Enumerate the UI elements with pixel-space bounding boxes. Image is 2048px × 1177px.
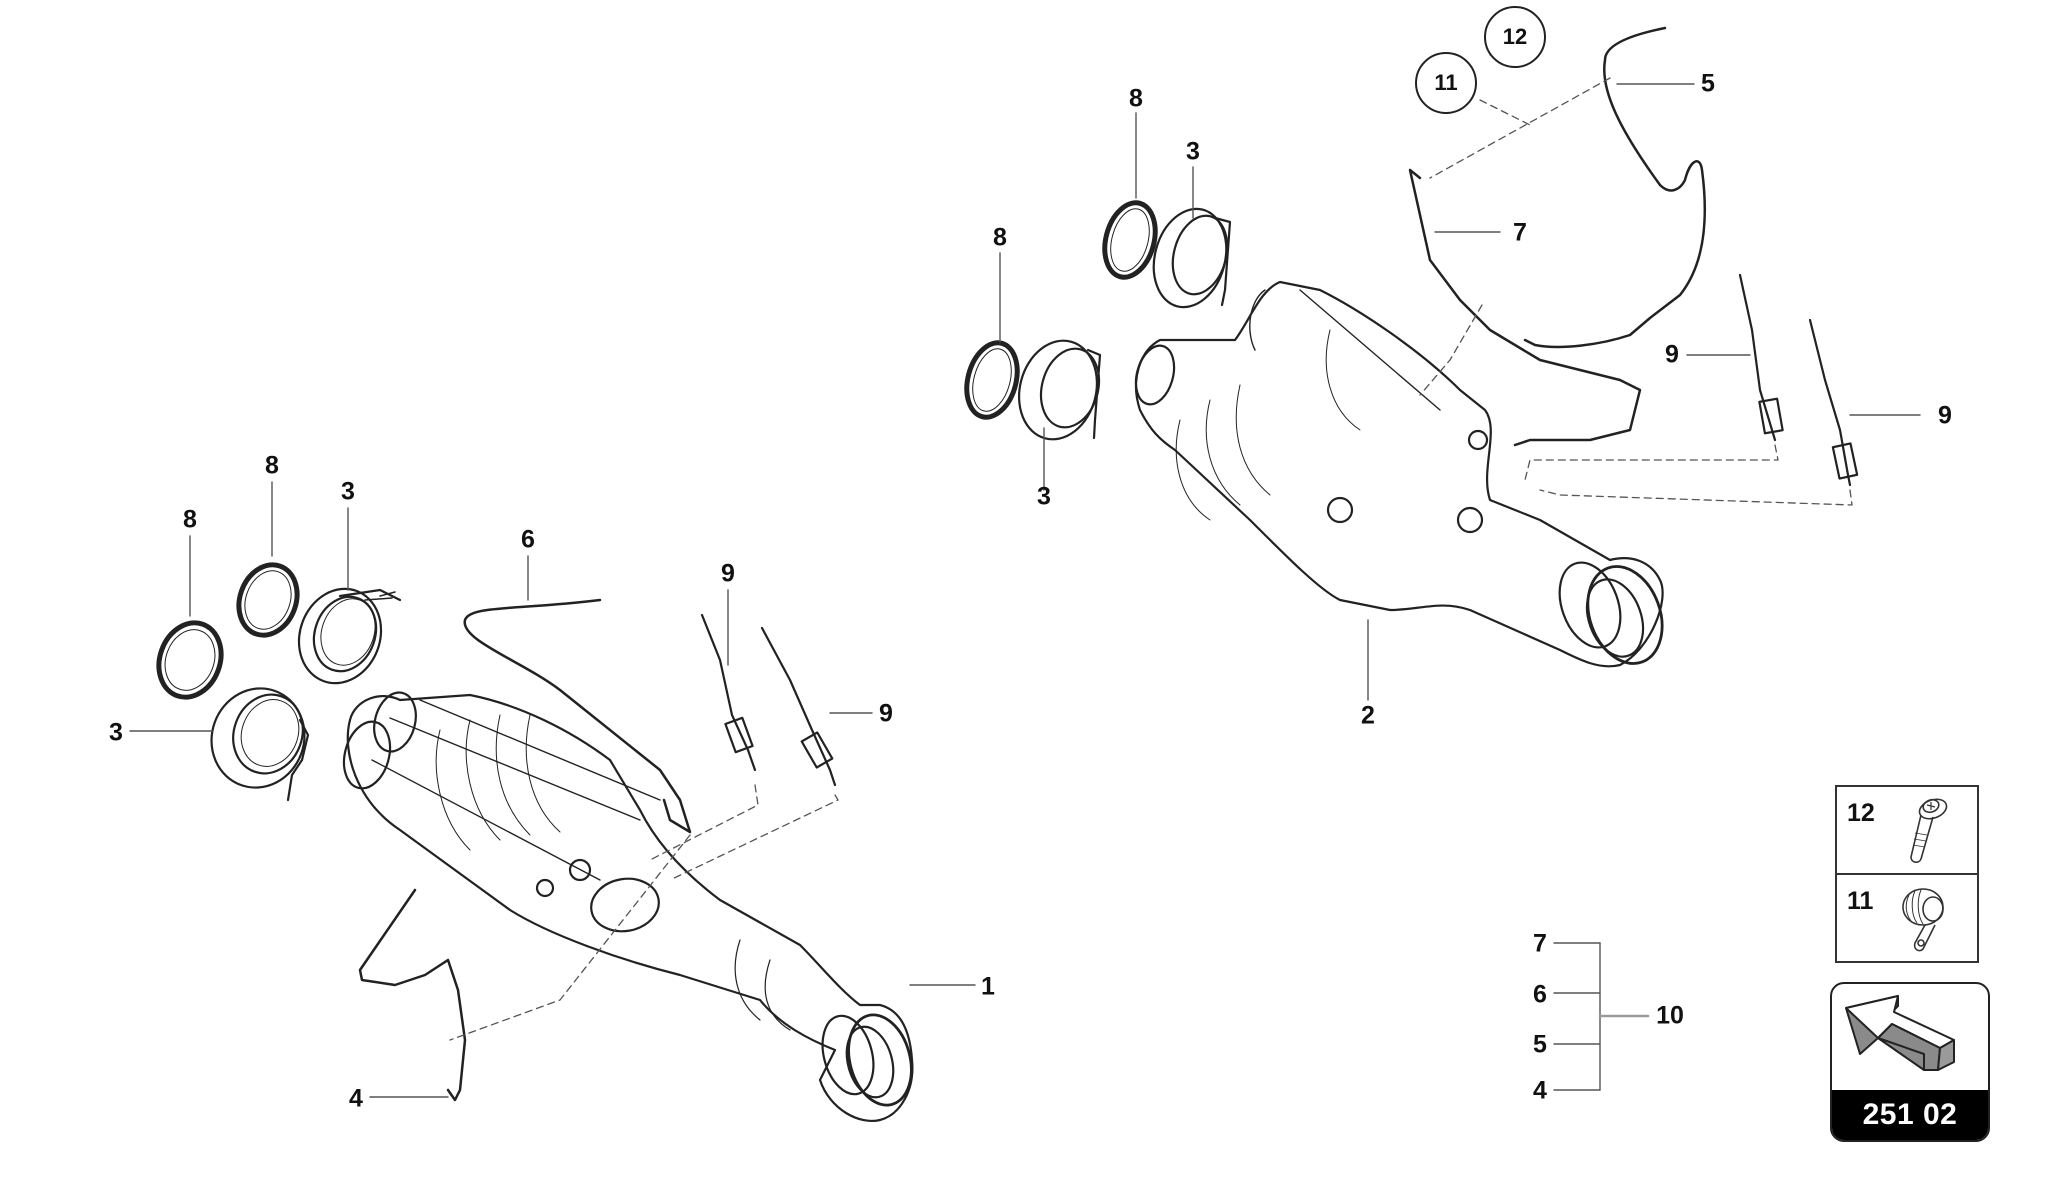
callout-ring-8-right-lower[interactable]: 8 bbox=[993, 223, 1007, 252]
sensor-pipe-4 bbox=[358, 888, 467, 1102]
circled-ref-12[interactable]: 12 bbox=[1484, 6, 1546, 68]
callout-part-1[interactable]: 1 bbox=[981, 972, 995, 1001]
clamp-left-lower bbox=[210, 687, 310, 802]
catalytic-converter-left bbox=[342, 691, 914, 1123]
sensor-pipe-5 bbox=[1523, 26, 1706, 349]
lambda-sensor-right-a bbox=[1738, 273, 1784, 442]
sensor-pipe-7 bbox=[1408, 168, 1642, 447]
callout-sensor-9-right-b[interactable]: 9 bbox=[1938, 401, 1952, 430]
circled-ref-11-label: 11 bbox=[1434, 70, 1458, 95]
pipe-clip-icon bbox=[1902, 888, 1944, 952]
lambda-sensor-left-a bbox=[700, 613, 757, 772]
small-parts-reference-box: 12 11 bbox=[1835, 785, 1979, 963]
callout-pipe-5[interactable]: 5 bbox=[1701, 69, 1715, 98]
callout-ring-8-right-upper[interactable]: 8 bbox=[1129, 84, 1143, 113]
lambda-sensor-right-b bbox=[1808, 318, 1859, 487]
reference-item-12[interactable]: 12 bbox=[1837, 787, 1977, 875]
circled-ref-11[interactable]: 11 bbox=[1415, 52, 1477, 114]
clamp-left-upper bbox=[297, 587, 402, 685]
callout-clamp-3-right-lower[interactable]: 3 bbox=[1037, 482, 1051, 511]
sensor-pipe-6 bbox=[463, 598, 692, 834]
reference-number: 12 bbox=[1847, 799, 1875, 827]
kit-member-6[interactable]: 6 bbox=[1533, 980, 1547, 1009]
kit-member-4[interactable]: 4 bbox=[1533, 1076, 1547, 1105]
reference-number: 11 bbox=[1847, 887, 1874, 915]
lambda-sensor-left-b bbox=[760, 626, 837, 787]
sealing-ring-right-lower bbox=[964, 340, 1020, 420]
page-navigation-badge[interactable]: 251 02 bbox=[1830, 982, 1990, 1142]
page-code-label: 251 02 bbox=[1832, 1090, 1988, 1140]
callout-pipe-6[interactable]: 6 bbox=[521, 525, 535, 554]
sealing-ring-right-upper bbox=[1102, 200, 1158, 280]
arrow-up-left-icon bbox=[1845, 995, 1955, 1071]
kit-member-7[interactable]: 7 bbox=[1533, 929, 1547, 958]
callout-pipe-7[interactable]: 7 bbox=[1513, 218, 1527, 247]
callout-ring-8-left-b[interactable]: 8 bbox=[265, 451, 279, 480]
kit-number-10[interactable]: 10 bbox=[1656, 1001, 1684, 1030]
callout-pipe-4[interactable]: 4 bbox=[349, 1084, 363, 1113]
clamp-right-lower bbox=[1017, 339, 1102, 441]
reference-item-11[interactable]: 11 bbox=[1837, 875, 1977, 961]
callout-clamp-3-left-upper[interactable]: 3 bbox=[341, 477, 355, 506]
callout-sensor-9-left-b[interactable]: 9 bbox=[879, 699, 893, 728]
callout-clamp-3-left-lower[interactable]: 3 bbox=[109, 718, 123, 747]
callout-clamp-3-right-upper[interactable]: 3 bbox=[1186, 137, 1200, 166]
kit-member-5[interactable]: 5 bbox=[1533, 1030, 1547, 1059]
callout-sensor-9-left-a[interactable]: 9 bbox=[721, 559, 735, 588]
screw-icon bbox=[1910, 798, 1948, 863]
circled-ref-12-label: 12 bbox=[1502, 24, 1528, 49]
sealing-ring-left-b bbox=[236, 562, 300, 638]
callout-sensor-9-right-a[interactable]: 9 bbox=[1665, 340, 1679, 369]
sealing-ring-left-a bbox=[156, 620, 224, 700]
callout-part-2[interactable]: 2 bbox=[1361, 701, 1375, 730]
clamp-right-upper bbox=[1152, 207, 1232, 309]
catalytic-converter-right bbox=[1134, 280, 1664, 668]
callout-ring-8-left-a[interactable]: 8 bbox=[183, 505, 197, 534]
